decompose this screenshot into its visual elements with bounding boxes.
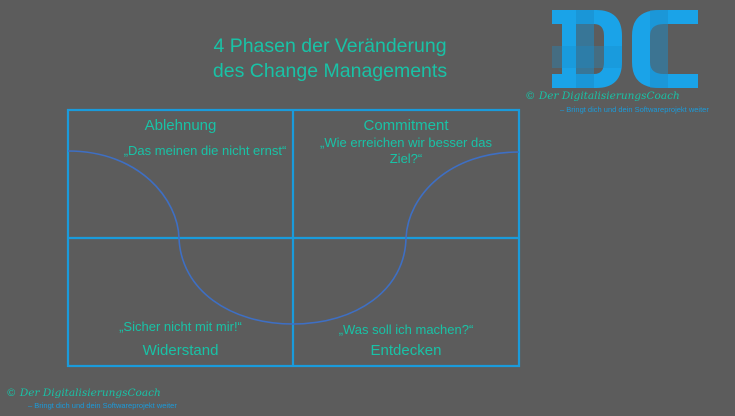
quadrant-heading-ablehnung: Ablehnung: [144, 117, 217, 134]
quadrant-quote-widerstand: „Sicher nicht mit mir!“: [119, 319, 242, 334]
quadrant-heading-commitment: Commitment: [363, 117, 449, 134]
quadrant-quote-commitment-2: Ziel?“: [389, 151, 423, 166]
quadrant-heading-widerstand: Widerstand: [142, 342, 219, 359]
quadrant-heading-entdecken: Entdecken: [370, 342, 442, 359]
title-line-2: des Change Managements: [212, 60, 448, 82]
change-curve: [67, 150, 520, 325]
diagram-title: 4 Phasen der Veränderung des Change Mana…: [160, 34, 500, 84]
quadrant-quote-entdecken: „Was soll ich machen?“: [338, 322, 474, 337]
footer-brand-text: © Der DigitalisierungsCoach: [6, 387, 161, 399]
title-line-1: 4 Phasen der Veränderung: [213, 35, 447, 57]
logo-tagline: – Bringt dich und dein Softwareprojekt w…: [560, 105, 709, 114]
quadrant-quote-commitment-1: „Wie erreichen wir besser das: [320, 135, 492, 150]
footer-tagline: – Bringt dich und dein Softwareprojekt w…: [28, 401, 177, 410]
logo-brand-text: © Der DigitalisierungsCoach: [525, 90, 680, 102]
quadrant-quote-ablehnung: „Das meinen die nicht ernst“: [123, 143, 287, 158]
dc-logo-icon: [552, 10, 698, 88]
